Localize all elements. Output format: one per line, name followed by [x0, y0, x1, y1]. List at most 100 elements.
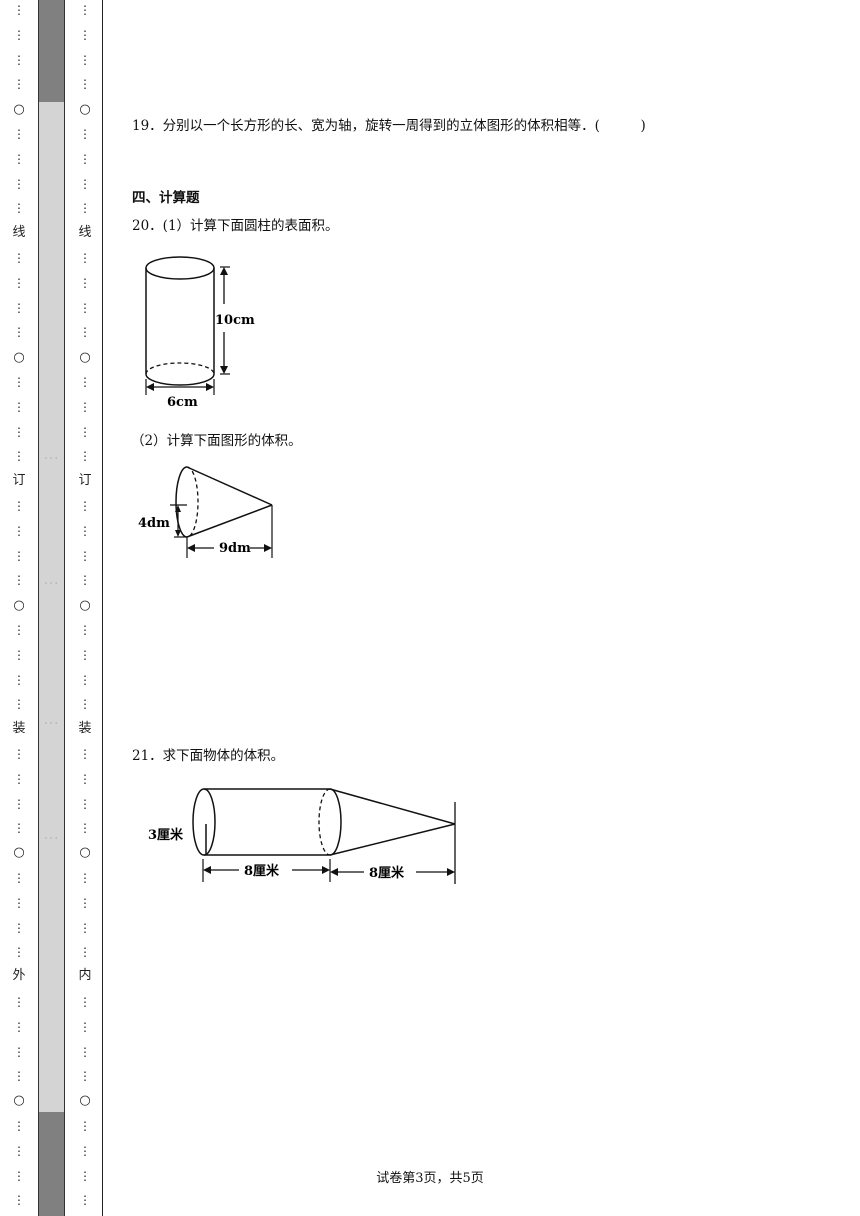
binding-dots: ⋮ [79, 325, 91, 340]
binding-dots: ⋮ [79, 176, 91, 191]
binding-dots: ⋮ [79, 747, 91, 761]
binding-dots: ⋮ [13, 499, 25, 513]
binding-dots: ⋮ [79, 796, 91, 811]
cylinder-figure: 10cm 6cm [145, 256, 255, 410]
binding-dots: ⋮ [13, 1044, 25, 1059]
binding-dots: ⋮ [79, 1019, 91, 1034]
binding-dots: ⋮ [79, 77, 91, 92]
binding-dots: ⋮ [13, 1168, 25, 1183]
binding-dots: ⋮ [13, 325, 25, 340]
binding-circle: ○ [79, 1093, 91, 1108]
binding-dots: ⋮ [79, 1069, 91, 1084]
binding-dots: ⋮ [13, 1019, 25, 1034]
binding-dots: ⋮ [79, 201, 91, 216]
binding-dots: ⋮ [13, 821, 25, 836]
combo-cone-length-label: 8厘米 [369, 865, 405, 881]
binding-dots: ⋮ [13, 251, 25, 265]
binding-label: 订 [78, 473, 92, 488]
binding-dots: ⋮ [79, 1119, 91, 1133]
binding-dots: ⋮ [13, 201, 25, 216]
binding-dots: ⋮ [13, 176, 25, 191]
question-19: 19．分别以一个长方形的长、宽为轴，旋转一周得到的立体图形的体积相等．( ) [132, 118, 646, 134]
binding-dots: ⋮ [13, 77, 25, 92]
cone-radius-label: 4dm [138, 516, 170, 531]
binding-label: 订 [12, 473, 26, 488]
binding-dots: ⋮ [13, 573, 25, 588]
binding-dots: ⋮ [13, 523, 25, 538]
binding-dots: ⋮ [13, 995, 25, 1009]
binding-dots: ⋮ [13, 771, 25, 786]
binding-dots: ⋮ [79, 275, 91, 290]
binding-grey-band [38, 0, 65, 1216]
binding-dots: ⋮ [79, 548, 91, 563]
binding-dots: ⋮ [13, 52, 25, 67]
binding-dots: ⋮ [13, 747, 25, 761]
question-20-part1: 20．(1）计算下面圆柱的表面积。 [132, 218, 339, 234]
binding-dots: ⋮ [13, 399, 25, 414]
binding-dots: ⋮ [13, 895, 25, 910]
binding-dots: ⋮ [13, 1119, 25, 1133]
combo-radius-label: 3厘米 [148, 827, 184, 843]
page-footer: 试卷第3页，共5页 [376, 1171, 484, 1186]
binding-dots: ⋮ [79, 1168, 91, 1183]
binding-dots: ⋮ [79, 523, 91, 538]
binding-dots: ⋮ [79, 424, 91, 439]
binding-dots: ⋮ [79, 399, 91, 414]
binding-dots: ⋮ [79, 945, 91, 960]
binding-dots: ⋮ [79, 151, 91, 166]
binding-margin: · · · · · · · · · · · · ⋮⋮⋮⋮⋮⋮⋮⋮⋮⋮⋮⋮⋮⋮⋮⋮… [0, 0, 104, 1216]
binding-dots: ⋮ [13, 275, 25, 290]
cone-height-label: 9dm [219, 541, 251, 556]
binding-dots: ⋮ [79, 375, 91, 389]
binding-dots: ⋮ [79, 449, 91, 464]
combo-cylinder-length-label: 8厘米 [244, 863, 280, 879]
binding-dots: ⋮ [13, 1143, 25, 1158]
binding-dots: ⋮ [13, 945, 25, 960]
binding-dots: ⋮ [79, 895, 91, 910]
binding-dots: ⋮ [13, 127, 25, 141]
binding-dots: ⋮ [79, 27, 91, 42]
binding-dots: ⋮ [79, 871, 91, 885]
binding-dots: ⋮ [79, 127, 91, 141]
binding-label: 外 [12, 968, 26, 983]
binding-circle: ○ [13, 350, 25, 365]
question-21: 21．求下面物体的体积。 [132, 748, 285, 764]
band-mark: · · · [44, 834, 58, 843]
cylinder-cone-figure: 3厘米 8厘米 8厘米 [148, 788, 456, 884]
binding-dots: ⋮ [13, 871, 25, 885]
binding-dots: ⋮ [79, 647, 91, 662]
binding-dots: ⋮ [79, 251, 91, 265]
binding-circle: ○ [79, 102, 91, 117]
binding-dots: ⋮ [79, 920, 91, 935]
band-mark: · · · [44, 454, 58, 463]
binding-dots: ⋮ [79, 1044, 91, 1059]
binding-label: 线 [12, 225, 26, 240]
cylinder-diameter-label: 6cm [167, 395, 198, 410]
binding-dark-bottom [38, 1112, 65, 1216]
binding-label: 装 [12, 721, 26, 736]
binding-dots: ⋮ [13, 449, 25, 464]
binding-dots: ⋮ [13, 796, 25, 811]
cylinder-height-label: 10cm [215, 313, 255, 328]
binding-circle: ○ [13, 1093, 25, 1108]
binding-dots: ⋮ [79, 573, 91, 588]
binding-dots: ⋮ [13, 375, 25, 389]
section-title-calculation: 四、计算题 [132, 190, 200, 206]
cone-figure: 4dm 9dm [138, 465, 273, 558]
band-mark: · · · [44, 579, 58, 588]
binding-label: 线 [78, 225, 92, 240]
question-20-part2: （2）计算下面图形的体积。 [131, 433, 302, 449]
binding-dots: ⋮ [79, 1193, 91, 1208]
binding-dots: ⋮ [13, 920, 25, 935]
binding-circle: ○ [13, 102, 25, 117]
inner-dotted-column: ⋮⋮⋮⋮⋮⋮⋮⋮⋮⋮⋮⋮⋮⋮⋮⋮⋮⋮⋮⋮⋮⋮⋮⋮⋮⋮⋮⋮⋮⋮⋮⋮⋮⋮⋮⋮⋮⋮⋮⋮… [78, 0, 92, 1216]
binding-circle: ○ [13, 845, 25, 860]
binding-dots: ⋮ [79, 52, 91, 67]
binding-dots: ⋮ [79, 771, 91, 786]
binding-dots: ⋮ [79, 821, 91, 836]
binding-circle: ○ [79, 350, 91, 365]
binding-dots: ⋮ [79, 995, 91, 1009]
binding-dots: ⋮ [13, 1193, 25, 1208]
binding-border-line [102, 0, 103, 1216]
binding-label: 内 [78, 968, 92, 983]
